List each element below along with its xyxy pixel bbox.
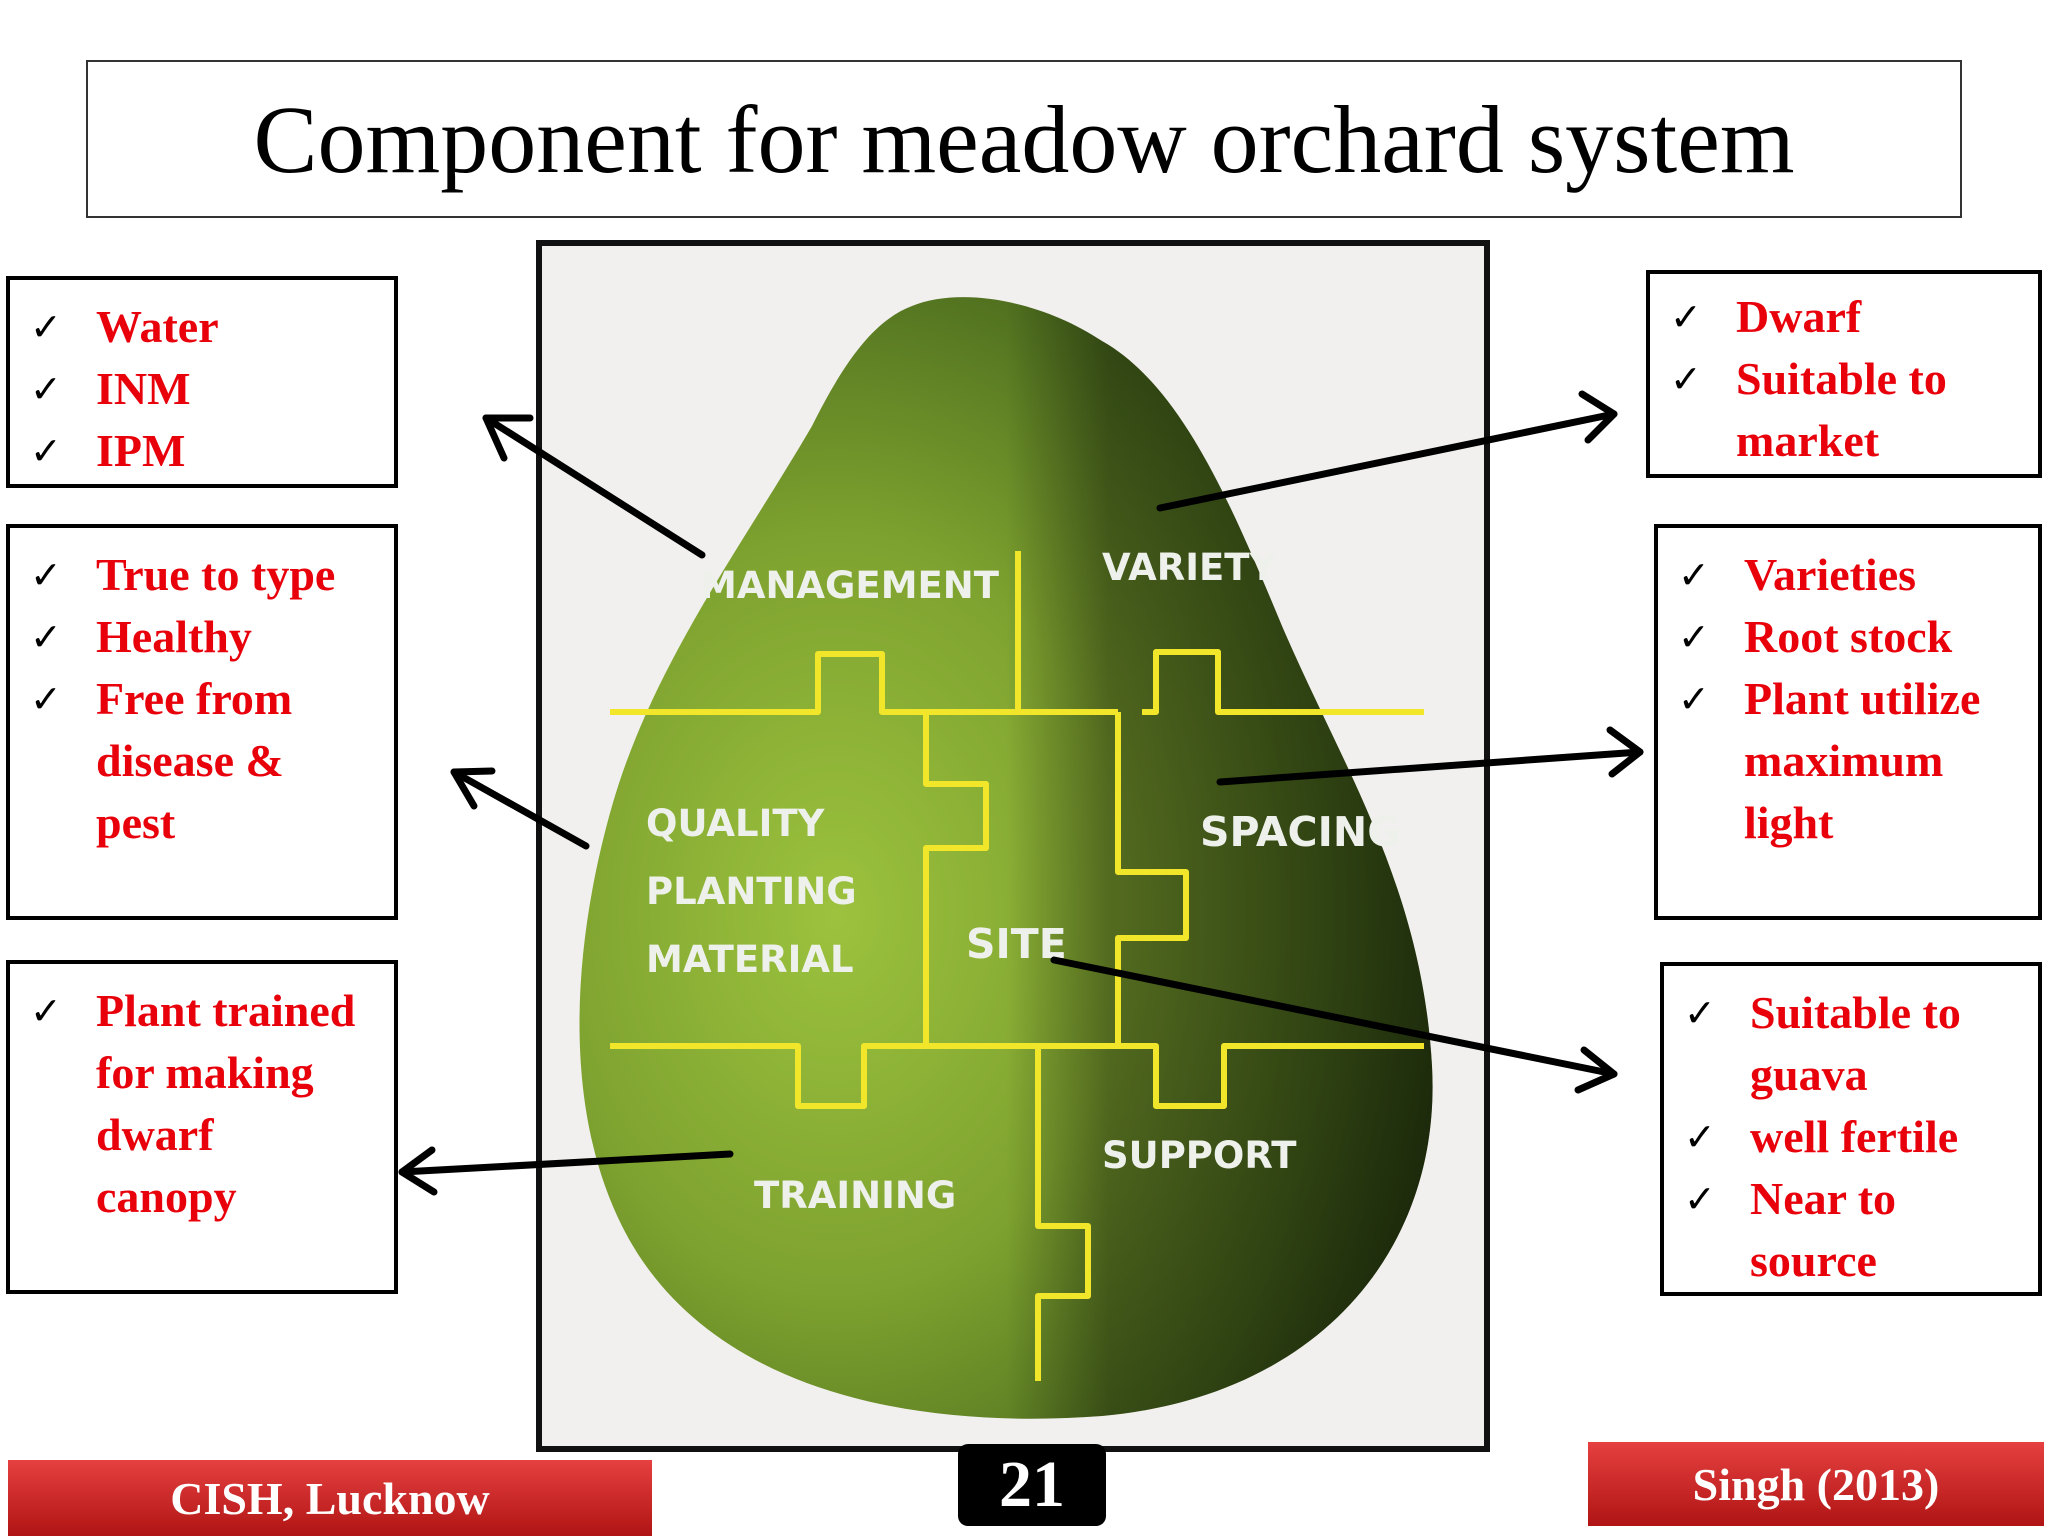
management-box: ✓Water ✓INM ✓IPM xyxy=(6,276,398,488)
check-icon: ✓ xyxy=(30,367,62,411)
check-icon: ✓ xyxy=(1678,677,1710,721)
guava-puzzle-illustration: MANAGEMENT VARIETY QUALITY PLANTING MATE… xyxy=(579,297,1433,1419)
list-item: ✓Varieties xyxy=(1658,544,2038,606)
arrow-training xyxy=(398,1146,734,1196)
check-icon: ✓ xyxy=(30,305,62,349)
check-icon: ✓ xyxy=(30,615,62,659)
check-icon: ✓ xyxy=(1684,991,1716,1035)
list-item: ✓Free from disease & pest xyxy=(10,668,326,854)
quality-box: ✓True to type ✓Healthy ✓Free from diseas… xyxy=(6,524,398,920)
label-management: MANAGEMENT xyxy=(700,564,1000,607)
list-item: ✓INM xyxy=(10,358,394,420)
check-icon: ✓ xyxy=(30,429,62,473)
list-item: ✓Near to source xyxy=(1664,1168,1990,1292)
check-icon: ✓ xyxy=(1670,295,1702,339)
list-item: ✓Plant utilize maximum light xyxy=(1658,668,2044,854)
check-icon: ✓ xyxy=(1678,615,1710,659)
label-quality-1: QUALITY xyxy=(646,802,826,845)
list-item: ✓Suitable to market xyxy=(1650,348,1986,472)
list-item: ✓Plant trained for making dwarf canopy xyxy=(10,980,356,1228)
check-icon: ✓ xyxy=(1684,1115,1716,1159)
spacing-box: ✓Varieties ✓Root stock ✓Plant utilize ma… xyxy=(1654,524,2042,920)
check-icon: ✓ xyxy=(1684,1177,1716,1221)
guava-puzzle-image: MANAGEMENT VARIETY QUALITY PLANTING MATE… xyxy=(536,240,1490,1452)
footer-institution: CISH, Lucknow xyxy=(8,1460,652,1536)
arrow-site xyxy=(1050,956,1618,1094)
check-icon: ✓ xyxy=(1670,357,1702,401)
label-site: SITE xyxy=(966,920,1067,968)
site-box: ✓Suitable to guava ✓well fertile ✓Near t… xyxy=(1660,962,2042,1296)
check-icon: ✓ xyxy=(30,677,62,721)
label-quality-3: MATERIAL xyxy=(646,938,854,981)
slide-title: Component for meadow orchard system xyxy=(253,85,1795,193)
check-icon: ✓ xyxy=(30,553,62,597)
footer-citation: Singh (2013) xyxy=(1588,1442,2044,1526)
arrow-spacing xyxy=(1216,726,1644,786)
label-training: TRAINING xyxy=(754,1174,956,1217)
title-box: Component for meadow orchard system xyxy=(86,60,1962,218)
list-item: ✓Dwarf xyxy=(1650,286,2038,348)
arrow-management xyxy=(482,414,706,559)
label-quality-2: PLANTING xyxy=(646,870,857,913)
label-support: SUPPORT xyxy=(1102,1134,1297,1177)
list-item: ✓Water xyxy=(10,296,394,358)
label-variety: VARIETY xyxy=(1102,546,1278,589)
page-number: 21 xyxy=(958,1444,1106,1526)
arrow-quality xyxy=(450,767,590,850)
list-item: ✓Suitable to guava xyxy=(1664,982,2030,1106)
list-item: ✓Root stock xyxy=(1658,606,2038,668)
check-icon: ✓ xyxy=(30,989,62,1033)
check-icon: ✓ xyxy=(1678,553,1710,597)
list-item: ✓True to type xyxy=(10,544,390,606)
list-item: ✓Healthy xyxy=(10,606,390,668)
label-spacing: SPACING xyxy=(1200,808,1401,856)
training-box: ✓Plant trained for making dwarf canopy xyxy=(6,960,398,1294)
puzzle-lines xyxy=(610,551,1424,1381)
arrow-variety xyxy=(1156,390,1618,512)
variety-box: ✓Dwarf ✓Suitable to market xyxy=(1646,270,2042,478)
list-item: ✓well fertile xyxy=(1664,1106,2038,1168)
list-item: ✓IPM xyxy=(10,420,394,482)
